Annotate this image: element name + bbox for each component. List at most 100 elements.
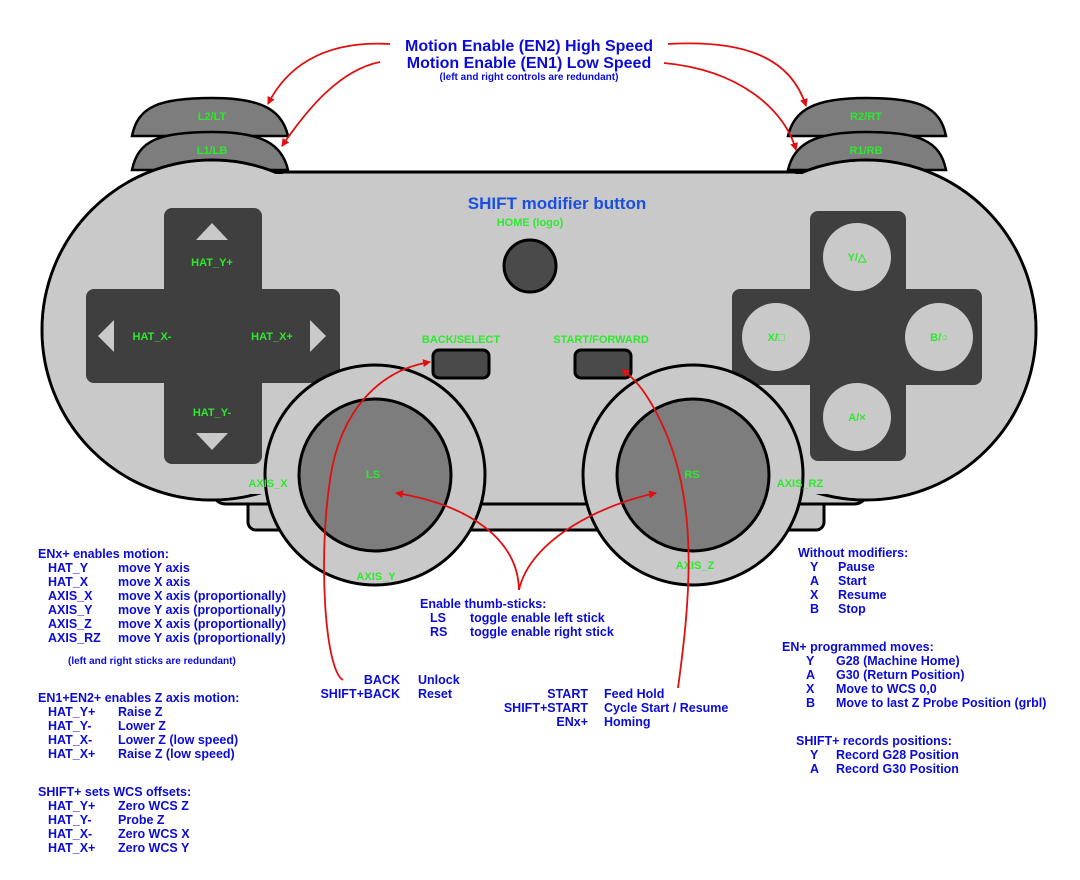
list-item: Reset: [418, 687, 453, 701]
list-item: AXIS_Z: [48, 617, 92, 631]
a-button[interactable]: A/×: [823, 383, 891, 451]
list-item: AXIS_Y: [48, 603, 93, 617]
list-item: B: [810, 602, 819, 616]
list-item: Zero WCS Z: [118, 799, 189, 813]
wcs-title: SHIFT+ sets WCS offsets:: [38, 785, 191, 799]
list-item: move X axis (proportionally): [118, 589, 286, 603]
list-item: HAT_Y+: [48, 705, 95, 719]
axis-z-label: AXIS_Z: [676, 560, 715, 572]
list-item: Move to WCS 0,0: [836, 682, 937, 696]
z-rows: HAT_Y+ Raise Z HAT_Y- Lower Z HAT_X- Low…: [48, 705, 238, 761]
list-item: HAT_X-: [48, 733, 92, 747]
b-button[interactable]: B/○: [905, 303, 973, 371]
list-item: START: [547, 687, 588, 701]
list-item: A: [810, 574, 819, 588]
list-item: SHIFT+START: [504, 701, 589, 715]
start-forward-button[interactable]: [573, 348, 633, 380]
hat-x-minus-label: HAT_X-: [133, 331, 172, 343]
list-item: move X axis (proportionally): [118, 617, 286, 631]
l2-label: L2/LT: [198, 111, 227, 123]
axis-y-label: AXIS_Y: [356, 571, 396, 583]
list-item: toggle enable left stick: [470, 611, 605, 625]
list-item: RS: [430, 625, 447, 639]
list-item: move X axis: [118, 575, 190, 589]
list-item: Y: [810, 748, 819, 762]
high-speed-title: Motion Enable (EN2) High Speed: [405, 38, 653, 55]
list-item: AXIS_RZ: [48, 631, 101, 645]
list-item: Cycle Start / Resume: [604, 701, 728, 715]
r2-label: R2/RT: [850, 111, 882, 123]
up-arrow-icon: [196, 223, 228, 240]
d-pad[interactable]: HAT_Y+ HAT_Y- HAT_X- HAT_X+: [86, 208, 340, 464]
rs-label: RS: [684, 469, 699, 481]
list-item: Unlock: [418, 673, 460, 687]
left-arrow-icon: [98, 320, 114, 352]
list-item: Raise Z (low speed): [118, 747, 235, 761]
list-item: Move to last Z Probe Position (grbl): [836, 696, 1046, 710]
wcs-rows: HAT_Y+ Zero WCS Z HAT_Y- Probe Z HAT_X- …: [48, 799, 190, 855]
list-item: AXIS_X: [48, 589, 93, 603]
list-item: toggle enable right stick: [470, 625, 614, 639]
axis-x-label: AXIS_X: [248, 478, 288, 490]
list-item: Y: [810, 560, 819, 574]
hat-y-plus-label: HAT_Y+: [191, 257, 233, 269]
thumb-title: Enable thumb-sticks:: [420, 597, 546, 611]
list-item: B: [806, 696, 815, 710]
list-item: Feed Hold: [604, 687, 664, 701]
list-item: Probe Z: [118, 813, 165, 827]
hat-x-plus-label: HAT_X+: [251, 331, 293, 343]
l2-bumper[interactable]: L2/LT: [130, 96, 290, 138]
list-item: HAT_Y+: [48, 799, 95, 813]
x-button[interactable]: X/□: [742, 303, 810, 371]
list-item: Resume: [838, 588, 887, 602]
l1-label: L1/LB: [197, 145, 228, 157]
list-item: Stop: [838, 602, 866, 616]
list-item: HAT_Y-: [48, 813, 92, 827]
redundant-note: (left and right controls are redundant): [440, 72, 619, 83]
list-item: HAT_Y: [48, 561, 89, 575]
right-panel: Without modifiers: Y Pause A Start X Res…: [782, 546, 1046, 776]
back-select-button[interactable]: [431, 348, 491, 380]
list-item: G28 (Machine Home): [836, 654, 960, 668]
list-item: Record G30 Position: [836, 762, 959, 776]
sticks-note: (left and right sticks are redundant): [68, 656, 236, 667]
rec-title: SHIFT+ records positions:: [796, 734, 952, 748]
list-item: X: [810, 588, 819, 602]
shift-modifier-label: SHIFT modifier button: [468, 194, 646, 213]
home-logo-button[interactable]: [502, 238, 558, 294]
list-item: ENx+: [556, 715, 588, 729]
enx-rows: HAT_Y move Y axis HAT_X move X axis AXIS…: [48, 561, 286, 645]
face-buttons: Y/△ X/□ B/○ A/×: [732, 211, 982, 461]
list-item: Y: [806, 654, 815, 668]
home-label: HOME (logo): [497, 217, 564, 229]
left-stick[interactable]: LS: [263, 363, 487, 587]
left-panel: ENx+ enables motion: HAT_Y move Y axis H…: [38, 547, 286, 855]
list-item: HAT_X+: [48, 747, 95, 761]
l1-bumper[interactable]: L1/LB: [130, 130, 290, 172]
y-button-label: Y/△: [848, 252, 867, 264]
list-item: HAT_X: [48, 575, 89, 589]
list-item: G30 (Return Position): [836, 668, 964, 682]
list-item: Lower Z: [118, 719, 166, 733]
list-item: HAT_X+: [48, 841, 95, 855]
center-panel: Enable thumb-sticks: LS toggle enable le…: [320, 597, 728, 729]
axis-rz-label: AXIS_RZ: [777, 478, 824, 490]
annotation-arrows: [267, 42, 808, 689]
back-select-label: BACK/SELECT: [422, 334, 501, 346]
nomod-title: Without modifiers:: [798, 546, 908, 560]
list-item: Record G28 Position: [836, 748, 959, 762]
y-button[interactable]: Y/△: [823, 223, 891, 291]
right-stick[interactable]: RS: [581, 363, 805, 587]
x-button-label: X/□: [767, 332, 784, 344]
r1-label: R1/RB: [849, 145, 882, 157]
prog-title: EN+ programmed moves:: [782, 640, 934, 654]
list-item: Zero WCS Y: [118, 841, 190, 855]
list-item: Start: [838, 574, 867, 588]
start-forward-label: START/FORWARD: [553, 334, 649, 346]
enx-title: ENx+ enables motion:: [38, 547, 169, 561]
r1-bumper[interactable]: R1/RB: [786, 130, 948, 172]
list-item: LS: [430, 611, 446, 625]
r2-bumper[interactable]: R2/RT: [786, 96, 948, 138]
list-item: Zero WCS X: [118, 827, 190, 841]
